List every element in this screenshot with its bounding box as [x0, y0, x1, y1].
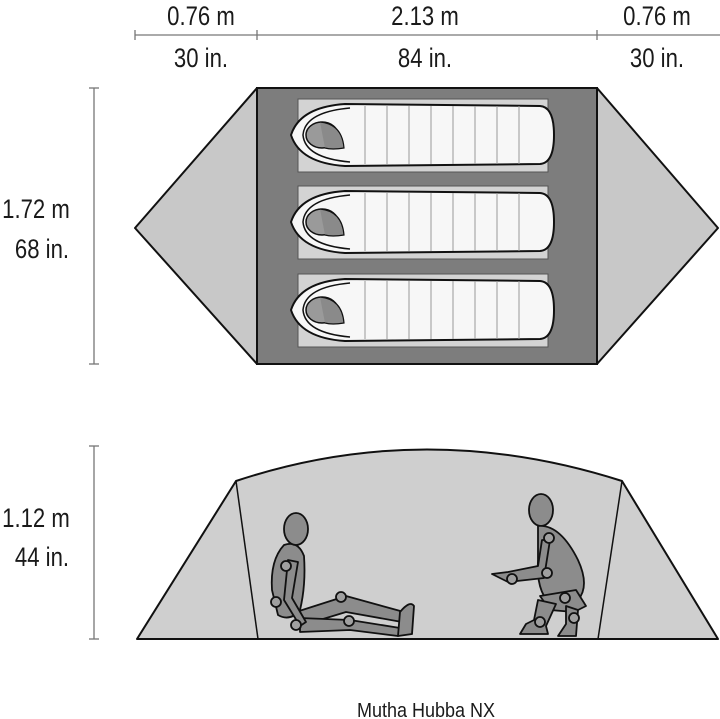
- sleeping-bag: [289, 277, 556, 343]
- width-right-metric: 0.76 m: [623, 2, 691, 32]
- height-dimension-line: [89, 445, 99, 640]
- width-center-metric: 2.13 m: [391, 2, 459, 32]
- squatting-person-figure: [491, 493, 587, 637]
- right-vestibule: [596, 87, 719, 365]
- sleeping-spot: [289, 273, 556, 348]
- sleeping-bag: [289, 102, 556, 168]
- sleeping-spot: [289, 98, 556, 173]
- depth-imperial: 68 in.: [15, 235, 69, 265]
- left-vestibule: [134, 87, 258, 365]
- product-name-caption: Mutha Hubba NX: [357, 700, 495, 719]
- sleeping-spot: [289, 185, 556, 260]
- seated-person-figure: [270, 512, 415, 637]
- height-metric: 1.12 m: [2, 504, 70, 534]
- width-left-imperial: 30 in.: [174, 44, 228, 74]
- width-dimension-line: [134, 30, 720, 40]
- height-imperial: 44 in.: [15, 543, 69, 573]
- tent-floor-plan: [134, 87, 719, 365]
- tent-side-view: [136, 448, 719, 640]
- depth-metric: 1.72 m: [2, 195, 70, 225]
- width-center-imperial: 84 in.: [398, 44, 452, 74]
- sleeping-bag: [289, 189, 556, 255]
- width-left-metric: 0.76 m: [167, 2, 235, 32]
- right-door-panel-line: [597, 480, 623, 640]
- width-right-imperial: 30 in.: [630, 44, 684, 74]
- depth-dimension-line: [89, 87, 99, 365]
- left-door-panel-line: [235, 480, 259, 640]
